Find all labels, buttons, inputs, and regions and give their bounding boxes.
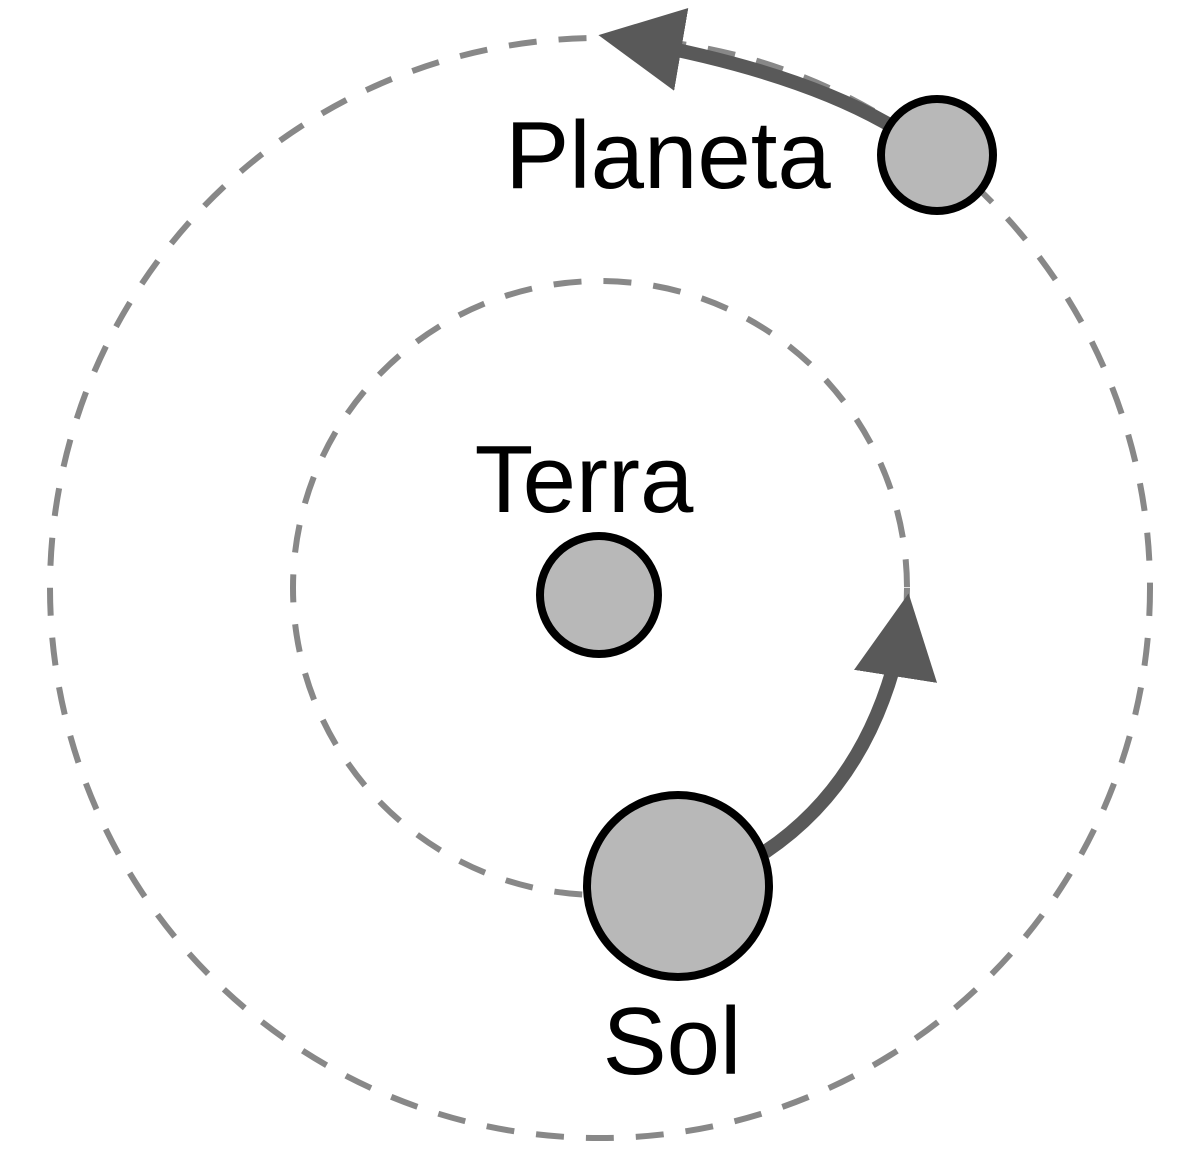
earth-circle bbox=[536, 532, 662, 658]
sun-label: Sol bbox=[603, 988, 742, 1095]
planet-motion-arrow bbox=[598, 7, 892, 131]
inner-orbit bbox=[290, 278, 910, 898]
sun-circle bbox=[583, 791, 773, 981]
sun-motion-arrow bbox=[761, 593, 938, 858]
planet-circle bbox=[877, 95, 997, 215]
outer-orbit bbox=[47, 35, 1153, 1141]
planet-label: Planeta bbox=[505, 102, 831, 209]
earth-label: Terra bbox=[475, 426, 694, 533]
